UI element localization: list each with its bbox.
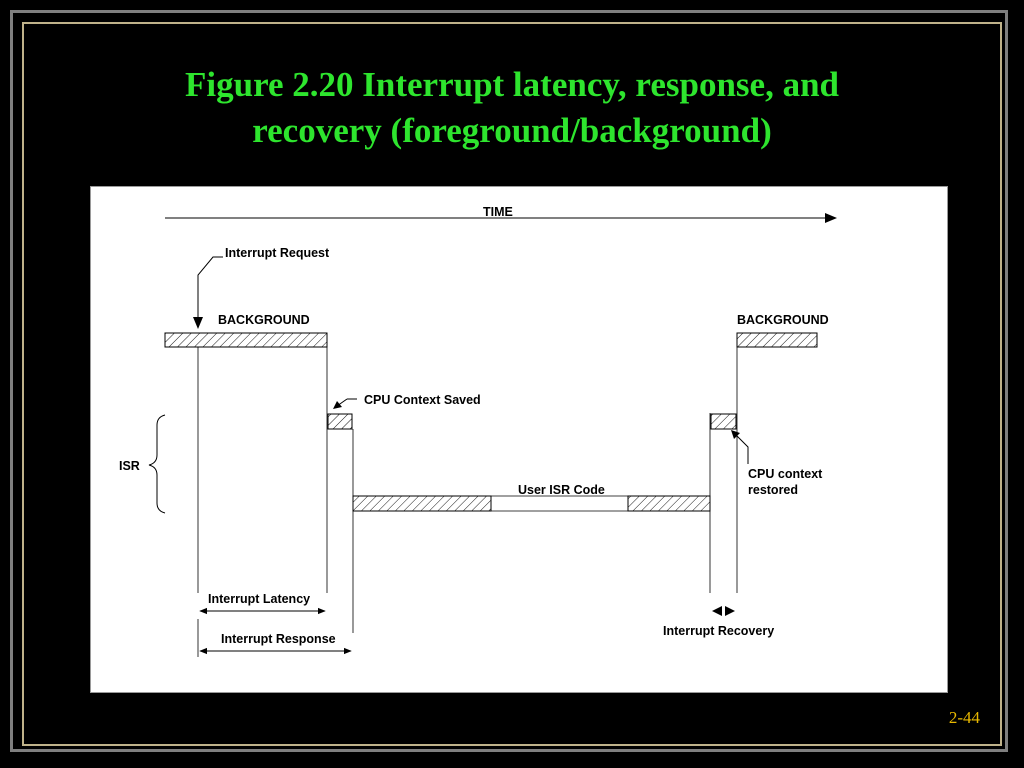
- interrupt-request-label: Interrupt Request: [225, 246, 330, 260]
- slide-inner-frame: [22, 22, 1002, 746]
- timing-diagram-panel: TIME Interrupt Request BACKGROUND BACKGR…: [90, 186, 948, 693]
- context-save-block: [327, 413, 353, 430]
- interrupt-recovery-arrow-left: [712, 606, 722, 616]
- user-isr-bar-right: [627, 495, 711, 512]
- interrupt-request-pointer: [197, 256, 223, 319]
- background-left-bar: [164, 332, 328, 348]
- context-restored-pointer: [735, 434, 749, 464]
- interrupt-request-arrowhead: [193, 317, 203, 329]
- user-isr-bar-left: [352, 495, 492, 512]
- isr-label: ISR: [119, 459, 140, 473]
- interrupt-recovery-arrow-right: [725, 606, 735, 616]
- timing-diagram: TIME Interrupt Request BACKGROUND BACKGR…: [119, 205, 837, 657]
- cpu-context-restored-label-1: CPU context: [748, 467, 823, 481]
- background-right-label: BACKGROUND: [737, 313, 829, 327]
- slide-title-line-2: recovery (foreground/background): [252, 111, 772, 150]
- cpu-context-saved-label: CPU Context Saved: [364, 393, 481, 407]
- context-restore-block: [710, 413, 737, 430]
- context-restored-arrowhead: [731, 430, 740, 439]
- background-left-label: BACKGROUND: [218, 313, 310, 327]
- context-saved-arrowhead: [333, 401, 342, 409]
- slide-outer-frame: [10, 10, 1008, 752]
- user-isr-code-label: User ISR Code: [518, 483, 605, 497]
- time-axis-arrowhead: [825, 213, 837, 223]
- interrupt-latency-label: Interrupt Latency: [208, 592, 310, 606]
- slide-title: Figure 2.20 Interrupt latency, response,…: [60, 62, 964, 154]
- page-number: 2-44: [948, 708, 980, 727]
- isr-brace: [148, 414, 166, 514]
- interrupt-recovery-label: Interrupt Recovery: [663, 624, 774, 638]
- slide-title-line-1: Figure 2.20 Interrupt latency, response,…: [185, 65, 839, 104]
- background-right-bar: [736, 332, 818, 348]
- cpu-context-restored-label-2: restored: [748, 483, 798, 497]
- interrupt-response-label: Interrupt Response: [221, 632, 336, 646]
- time-label: TIME: [483, 205, 513, 219]
